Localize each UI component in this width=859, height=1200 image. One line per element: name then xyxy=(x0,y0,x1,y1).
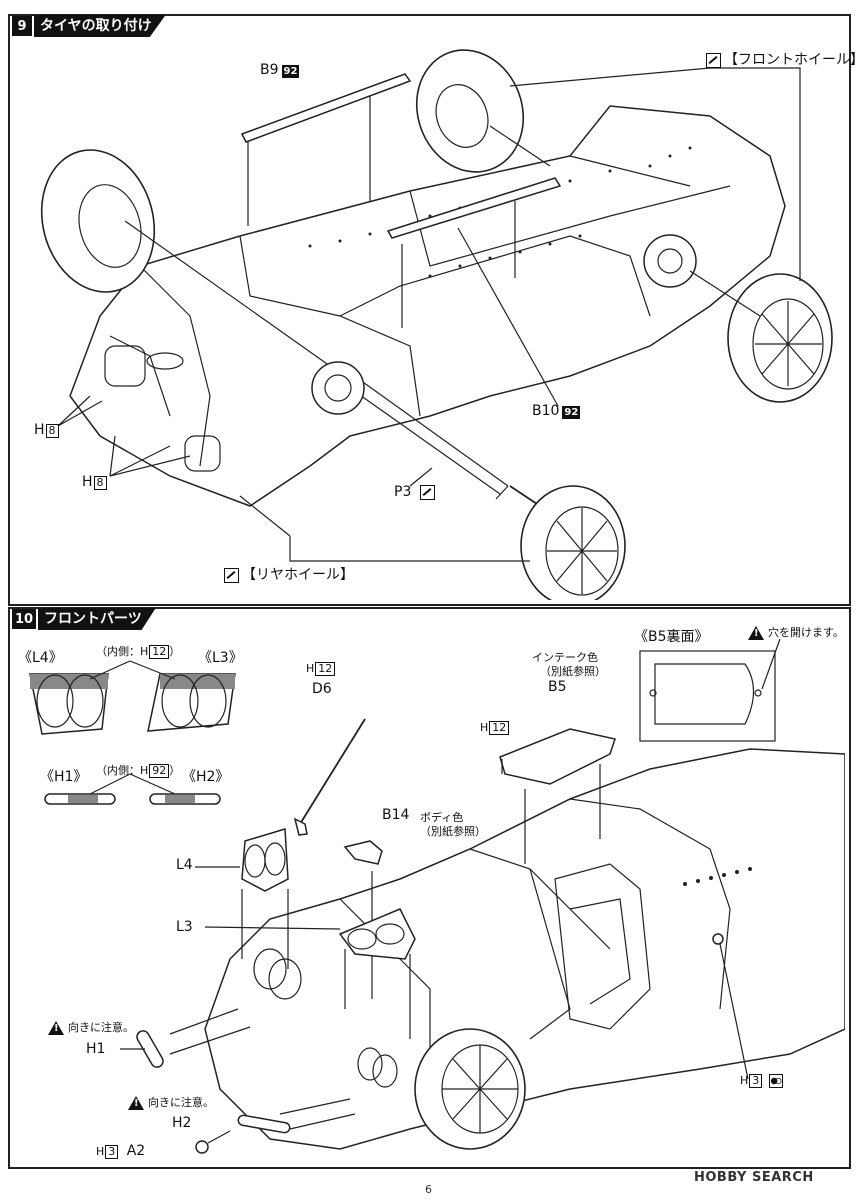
warning-icon xyxy=(128,1096,144,1110)
h3-a2-prefix: H xyxy=(96,1145,105,1158)
d6-label: D6 xyxy=(312,681,332,697)
warning-icon xyxy=(48,1021,64,1035)
a2-part: A2 xyxy=(126,1143,146,1159)
h1-head: 《H1》 xyxy=(40,769,88,785)
b9-code: 92 xyxy=(281,65,300,78)
b5-label: B5 xyxy=(548,679,567,695)
h2-head: 《H2》 xyxy=(182,769,230,785)
b14-label: B14 xyxy=(382,807,410,823)
watermark: HOBBY SEARCH xyxy=(694,1170,814,1185)
h12-d6-prefix: H xyxy=(306,662,315,675)
b5-back-head: 《B5裏面》 xyxy=(634,629,709,645)
h8-b-code: 8 xyxy=(93,476,107,490)
b9-part: B9 xyxy=(260,62,279,78)
l4-head: 《L4》 xyxy=(18,650,63,666)
drill-note: 穴を開けます。 xyxy=(748,624,844,640)
h8-a-code: 8 xyxy=(45,424,59,438)
l4-label: L4 xyxy=(176,857,193,873)
inner-l-close: ） xyxy=(169,645,181,658)
drill-note-text: 穴を開けます。 xyxy=(768,626,844,639)
step-10-illustration xyxy=(29,638,845,1154)
step-9-illustration xyxy=(40,49,833,600)
h1-label: H1 xyxy=(86,1041,106,1057)
p3-label: P3 xyxy=(394,484,438,500)
h2-label: H2 xyxy=(172,1115,192,1131)
orient-note-1-text: 向きに注意。 xyxy=(68,1021,134,1034)
inner-h-close: ） xyxy=(169,764,181,777)
h12-d6-code: 12 xyxy=(315,662,336,676)
intake-color: インテーク色 xyxy=(532,651,598,664)
step-10-header: 10 フロントパーツ xyxy=(8,607,156,631)
step-10-title: フロントパーツ xyxy=(38,608,156,630)
front-wheel-text: 【フロントホイール】 xyxy=(724,52,859,68)
h3-a2-code: 3 xyxy=(105,1145,119,1159)
rear-wheel-label: 【リヤホイール】 xyxy=(224,564,354,584)
h8-b-prefix: H xyxy=(82,474,93,490)
orient-note-1: 向きに注意。 xyxy=(48,1019,134,1035)
h12-b5-prefix: H xyxy=(480,721,489,734)
step-9-panel: 9 タイヤの取り付け xyxy=(8,14,859,606)
warning-icon xyxy=(748,626,764,640)
h8-a-prefix: H xyxy=(34,422,45,438)
front-wheel-label: 【フロントホイール】 xyxy=(706,49,859,69)
cut-icon xyxy=(419,484,435,500)
cut-icon xyxy=(706,52,721,68)
body-color: ボディ色 xyxy=(420,811,464,824)
h12-b5-code: 12 xyxy=(489,721,510,735)
inner-l-code: 12 xyxy=(149,645,170,659)
b10-code: 92 xyxy=(562,406,581,419)
b10-part: B10 xyxy=(532,403,560,419)
step-9-number: 9 xyxy=(12,16,32,36)
cut-icon xyxy=(224,567,239,583)
drill-hole-icon xyxy=(768,1074,783,1088)
orient-note-2-text: 向きに注意。 xyxy=(148,1096,214,1109)
inner-l-text: （内側：H xyxy=(96,645,149,658)
inner-h-text: （内側：H xyxy=(96,764,149,777)
h3-right-code: 3 xyxy=(749,1074,763,1088)
inner-h-code: 92 xyxy=(149,764,170,778)
p3-part: P3 xyxy=(394,484,412,500)
l3-label: L3 xyxy=(176,919,193,935)
step-9-header: 9 タイヤの取り付け xyxy=(8,14,166,38)
step-10-panel: 10 フロントパーツ xyxy=(8,607,851,1169)
l3-head: 《L3》 xyxy=(198,650,243,666)
rear-wheel-text: 【リヤホイール】 xyxy=(242,567,354,583)
page-number: 6 xyxy=(425,1183,432,1196)
intake-ref: （別紙参照） xyxy=(540,665,606,678)
step-9-title: タイヤの取り付け xyxy=(34,15,166,37)
orient-note-2: 向きに注意。 xyxy=(128,1094,214,1110)
body-color-ref: （別紙参照） xyxy=(420,825,486,838)
step-10-number: 10 xyxy=(12,609,36,629)
h3-right-prefix: H xyxy=(740,1074,749,1087)
